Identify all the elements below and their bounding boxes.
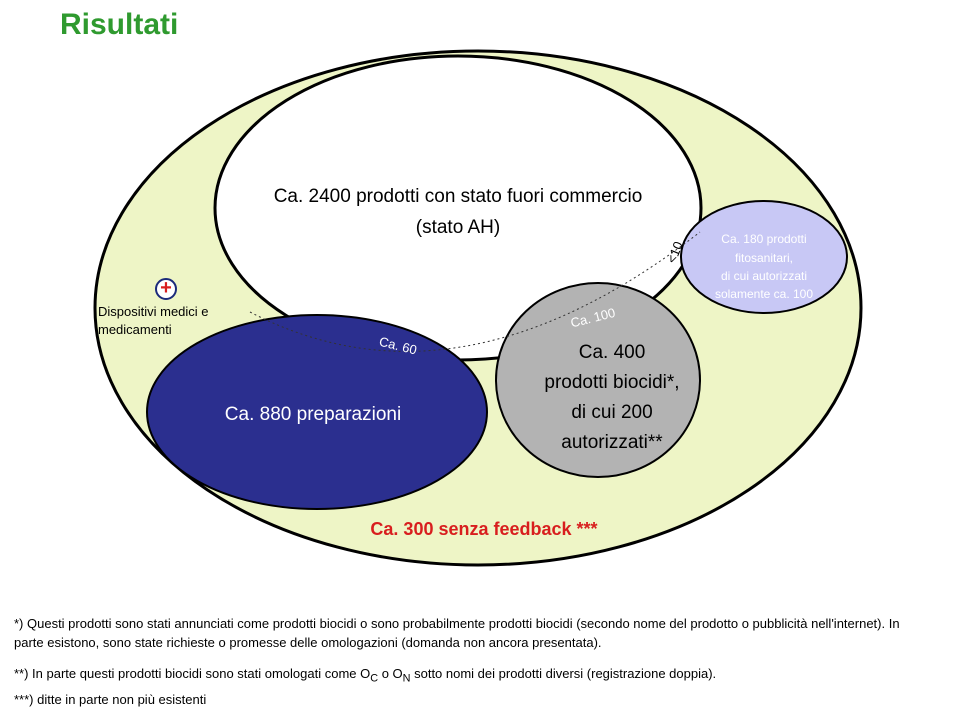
senza-feedback-label: Ca. 300 senza feedback ***	[370, 519, 597, 539]
biocidi-label-line1: Ca. 400	[579, 342, 646, 363]
biocidi-label-line3: di cui 200	[571, 402, 652, 423]
fitosanitari-label-line1: Ca. 180 prodotti	[721, 232, 806, 246]
biocidi-label-line2: prodotti biocidi*,	[544, 372, 679, 393]
preparazioni-ellipse	[146, 314, 488, 510]
fitosanitari-ellipse	[680, 200, 848, 314]
footnote-1: *) Questi prodotti sono stati annunciati…	[14, 616, 900, 650]
biocidi-label-line4: autorizzati**	[561, 432, 663, 453]
footnote-2-part-c: sotto nomi dei prodotti diversi (registr…	[410, 666, 717, 681]
footnote-2-part-b: o O	[378, 666, 403, 681]
fitosanitari-label-line2: fitosanitari,	[735, 251, 793, 265]
footnote-2-sub-c: C	[370, 672, 379, 685]
page-title: Risultati	[60, 8, 179, 41]
biocidi-ellipse	[495, 282, 701, 478]
fuori-commercio-label-line2: (stato AH)	[416, 217, 500, 238]
fitosanitari-label-line3: di cui autorizzati	[721, 269, 807, 283]
footnote-2-sub-n: N	[402, 672, 411, 685]
fuori-commercio-label-line1: Ca. 2400 prodotti con stato fuori commer…	[274, 186, 643, 207]
dispositivi-label-line2: medicamenti	[98, 322, 172, 337]
footnote-2: **) In parte questi prodotti biocidi son…	[14, 664, 920, 689]
plus-icon: +	[155, 278, 177, 300]
fuori-commercio-dotted-edge	[249, 231, 701, 352]
dispositivi-label-line1: Dispositivi medici e	[98, 304, 209, 319]
preparazioni-label: Ca. 880 preparazioni	[225, 404, 401, 425]
footnote-3: ***) ditte in parte non più esistenti	[14, 692, 207, 707]
fitosanitari-label-line4: solamente ca. 100	[715, 287, 813, 301]
footnote-2-part-a: **) In parte questi prodotti biocidi son…	[14, 666, 371, 681]
